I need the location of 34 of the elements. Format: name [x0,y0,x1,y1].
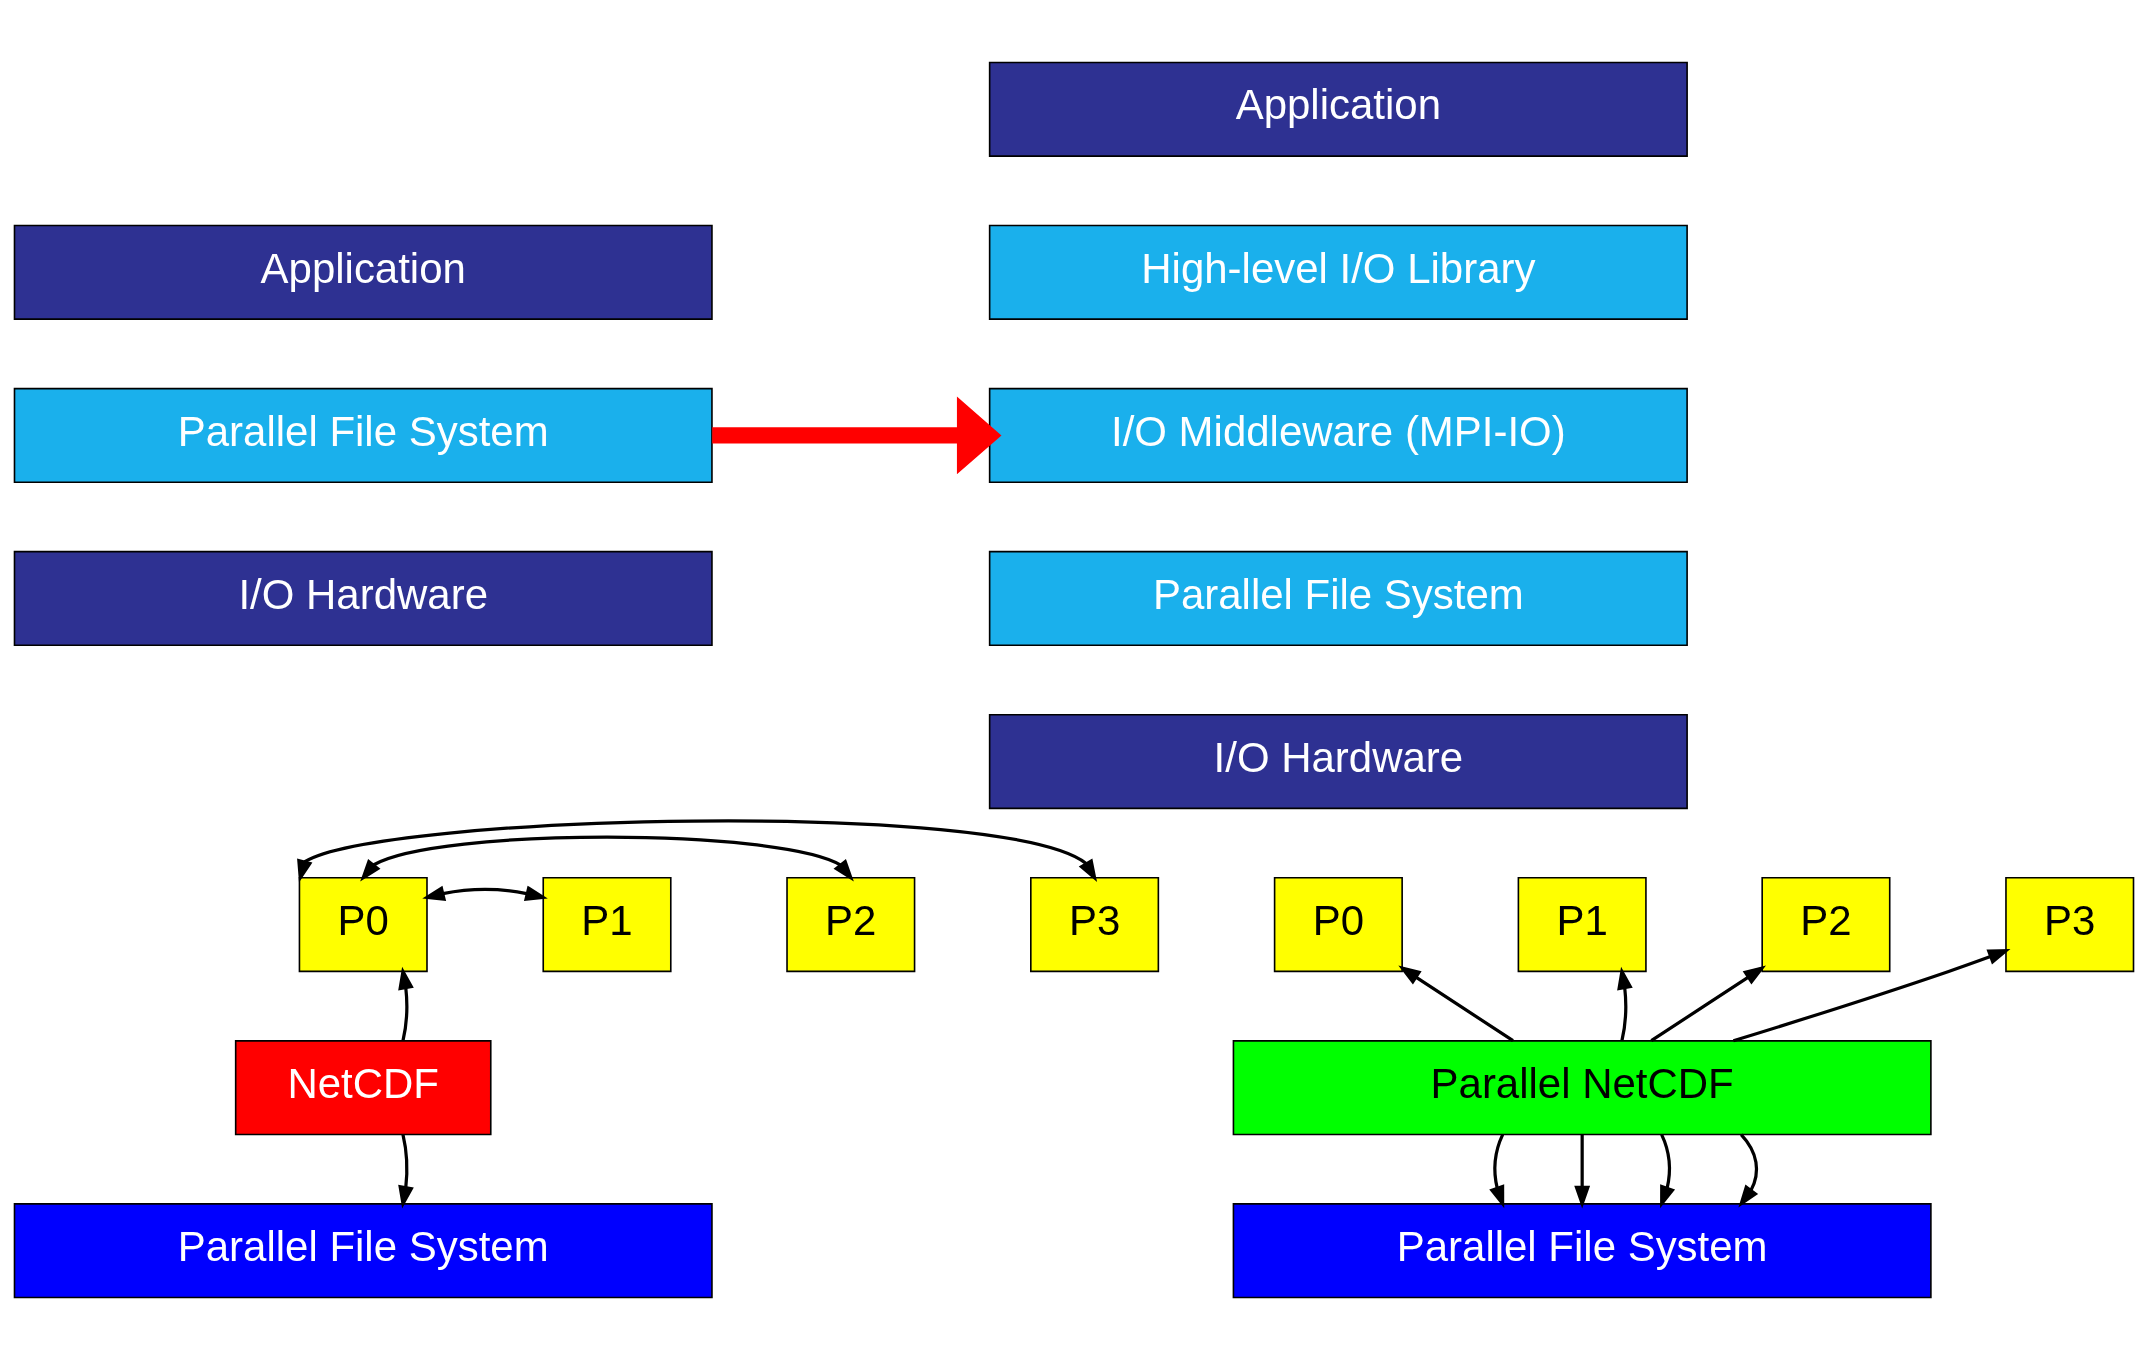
arrow [1738,1133,1759,1208]
node-box: P1 [1517,876,1647,973]
node-box: P2 [1761,876,1891,973]
node-box: P0 [1273,876,1403,973]
arrow [297,819,1098,883]
node-box: Parallel File System [13,387,713,484]
arrow [1398,965,1514,1043]
node-box: P1 [542,876,672,973]
arrow [1732,949,2011,1043]
arrow [1660,1134,1676,1209]
arrow [712,396,1002,475]
node-box: NetCDF [234,1040,492,1136]
node-box: I/O Middleware (MPI-IO) [988,387,1688,484]
node-box: Parallel File System [13,1203,713,1299]
node-box: Parallel File System [1232,1203,1932,1299]
arrow [1650,965,1766,1043]
node-box: Application [988,61,1688,157]
node-box: P3 [1030,876,1160,973]
arrow [360,835,854,882]
node-box: Parallel File System [988,550,1688,647]
arrow [398,1134,414,1209]
node-box: P0 [298,876,428,973]
node-box: P2 [786,876,916,973]
arrow [422,885,548,902]
node-box: Application [13,224,713,320]
node-box: High-level I/O Library [988,224,1688,320]
node-box: I/O Hardware [988,713,1688,810]
arrow [398,966,414,1041]
node-box: P3 [2005,876,2135,973]
node-box: Parallel NetCDF [1232,1040,1932,1136]
arrow [1574,1134,1591,1209]
arrow [1489,1134,1505,1209]
arrow [1617,966,1633,1041]
node-box: I/O Hardware [13,550,713,647]
